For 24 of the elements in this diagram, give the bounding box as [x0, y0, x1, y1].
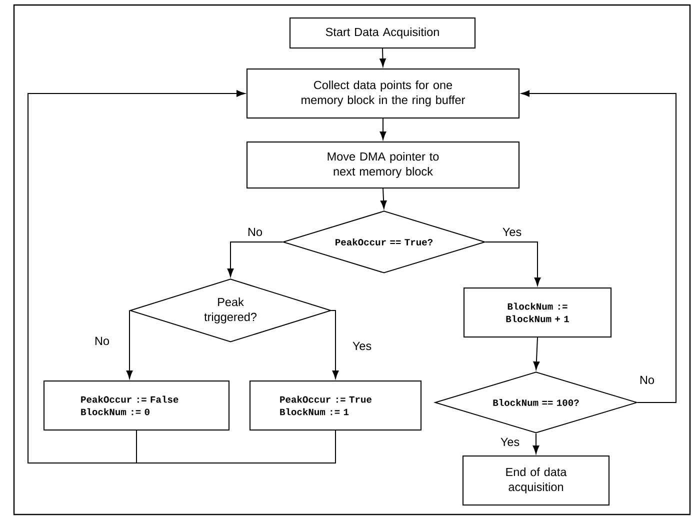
arrow	[532, 432, 540, 454]
end-box: End of data acquisition	[462, 455, 610, 506]
arrow	[380, 188, 387, 209]
arrow	[380, 48, 386, 67]
arrow	[485, 241, 541, 286]
edge-label: No	[248, 228, 262, 236]
arrow	[227, 241, 283, 277]
edge-label: No	[95, 336, 110, 346]
arrow	[331, 310, 339, 379]
edge-label: Yes	[502, 228, 522, 236]
process-box: PeakOccur := True BlockNum := 1	[250, 380, 422, 430]
arrow	[533, 336, 540, 370]
process-box: Collect data points for one memory block in the ring buffer	[246, 68, 520, 118]
arrow	[126, 310, 133, 379]
process-box: Move DMA pointer to next memory block	[246, 141, 520, 188]
edge-label: Yes	[500, 438, 520, 446]
process-box: BlockNum := BlockNum + 1	[464, 287, 612, 338]
arrow	[380, 118, 386, 140]
edge-label: No	[640, 376, 654, 384]
arrow	[521, 90, 676, 403]
arrow	[28, 90, 336, 464]
edge-label: Yes	[352, 342, 372, 350]
process-box: PeakOccur := False BlockNum := 0	[44, 380, 230, 430]
start-box: Start Data Acquisition	[290, 18, 476, 48]
